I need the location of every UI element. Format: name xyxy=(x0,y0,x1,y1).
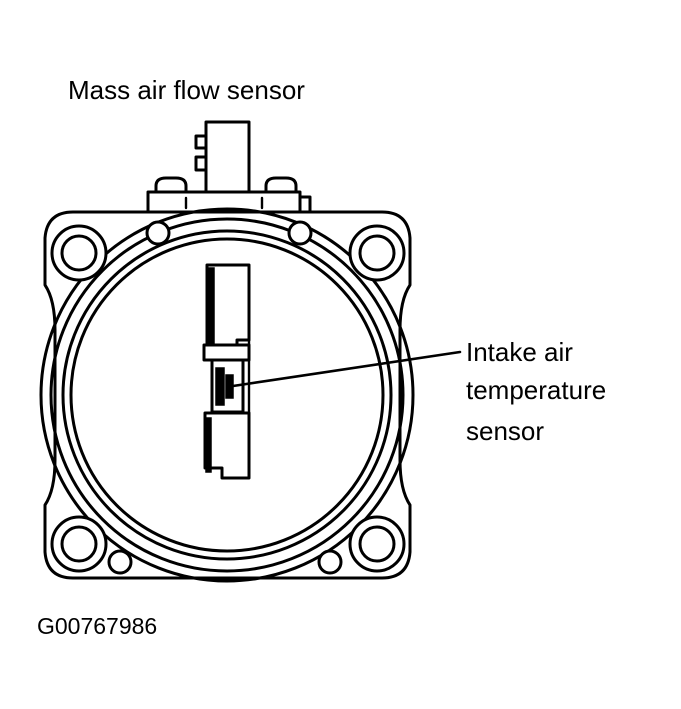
connector-bump-left xyxy=(154,176,188,194)
connector-stem xyxy=(204,120,251,194)
bolt-hole-inner xyxy=(60,234,98,272)
connector-latch-tab-lower xyxy=(194,155,208,172)
callout-label-line-2: temperature xyxy=(466,375,606,405)
bore-ring-inner-2 xyxy=(69,237,385,553)
sensor-column-edge-bar xyxy=(207,267,215,346)
sensor-lower-edge-bar xyxy=(205,417,212,473)
sensor-mid-shoulder xyxy=(202,343,251,362)
bolt-hole-top-left xyxy=(50,224,108,282)
electrical-connector xyxy=(146,120,312,216)
callout-label-line-3: sensor xyxy=(466,416,544,446)
callout-leader-line xyxy=(231,350,462,388)
bore-ring-outer-2 xyxy=(49,217,405,573)
connector-latch-tab-upper xyxy=(194,134,208,150)
bolt-hole-inner xyxy=(358,525,396,563)
air-intake-bore xyxy=(39,207,415,583)
bolt-hole-bottom-right xyxy=(348,515,406,573)
intake-air-temperature-sensor-element xyxy=(202,263,251,480)
bolt-hole-inner xyxy=(60,525,98,563)
thermistor-element xyxy=(215,367,225,406)
page-title: Mass air flow sensor xyxy=(68,75,305,105)
dowel-hole-group xyxy=(107,220,343,575)
dowel-hole-top-right xyxy=(287,220,313,246)
bolt-hole-top-right xyxy=(348,224,406,282)
thermistor-bead xyxy=(225,374,234,399)
connector-bump-right xyxy=(264,176,298,194)
bolt-hole-bottom-left xyxy=(50,515,108,573)
bolt-hole-group xyxy=(50,224,406,573)
bore-ring-outer-1 xyxy=(39,207,415,583)
callout-label-line-1: Intake air xyxy=(466,337,573,367)
bolt-hole-inner xyxy=(358,234,396,272)
dowel-hole-bottom-right xyxy=(317,549,343,575)
dowel-hole-top-left xyxy=(145,220,171,246)
bore-ring-inner-1 xyxy=(61,229,393,561)
dowel-hole-bottom-left xyxy=(107,549,133,575)
figure-code-caption: G00767986 xyxy=(37,613,157,639)
connector-side-tab xyxy=(298,195,312,214)
